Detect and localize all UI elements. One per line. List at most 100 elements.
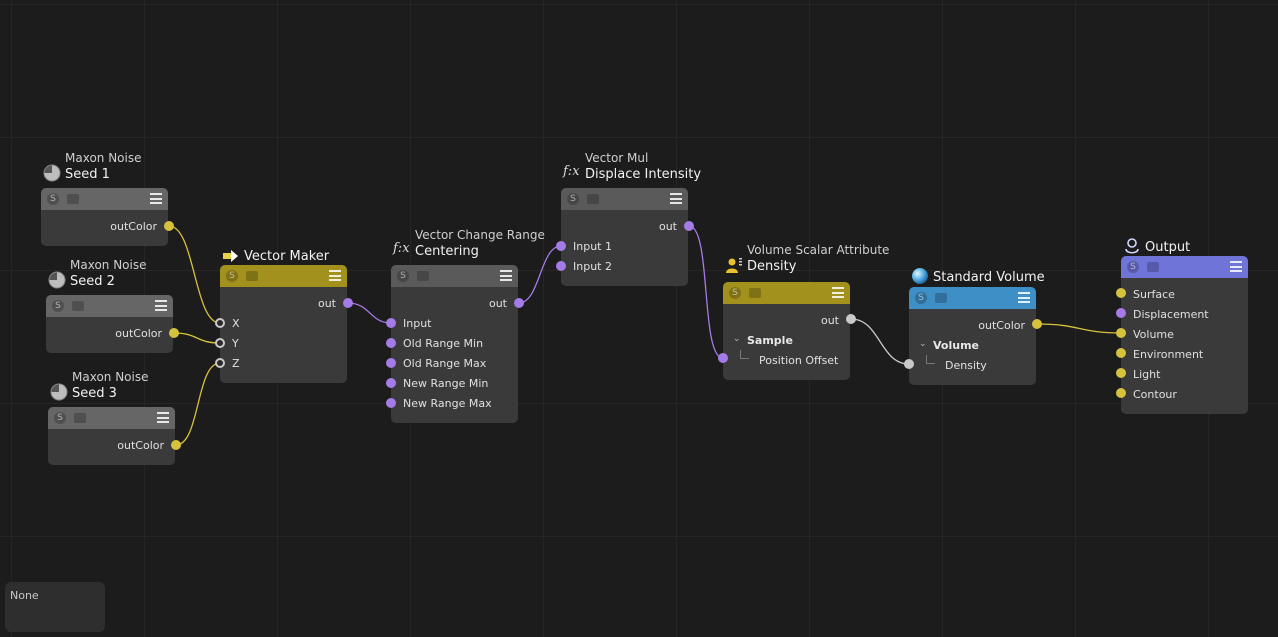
group-volume-label[interactable]: Volume (933, 339, 979, 352)
menu-icon[interactable] (832, 287, 844, 298)
shader-icon[interactable]: S (915, 292, 927, 304)
input-port-dot[interactable] (386, 398, 396, 408)
node-header[interactable]: S (220, 265, 347, 287)
menu-icon[interactable] (1018, 292, 1030, 303)
input-port-dot[interactable] (1116, 288, 1126, 298)
fx-icon: f:x (393, 241, 410, 256)
input-port-dot[interactable] (1116, 308, 1126, 318)
input-port-dot[interactable] (556, 241, 566, 251)
node-standard-volume[interactable]: S outColor ⌄ Volume Density (909, 287, 1036, 385)
node-vector-change-range[interactable]: S out Input Old Range Min Old Range Max … (391, 265, 518, 423)
node-header[interactable]: S (561, 188, 688, 210)
preview-icon[interactable] (749, 288, 761, 298)
menu-icon[interactable] (500, 270, 512, 281)
input-port-dot[interactable] (386, 358, 396, 368)
node-noise3[interactable]: S outColor (48, 407, 175, 465)
chevron-down-icon[interactable]: ⌄ (733, 334, 741, 344)
shader-icon[interactable]: S (1127, 261, 1139, 273)
port-contour-label: Contour (1133, 388, 1177, 401)
input-port-dot[interactable] (386, 338, 396, 348)
none-panel[interactable]: None (5, 582, 105, 632)
noise3-titles: Maxon Noise Seed 3 (50, 370, 149, 401)
input-port-dot[interactable] (718, 353, 728, 363)
node-name-label: Vector Maker (244, 249, 330, 264)
input-port-dot[interactable] (386, 318, 396, 328)
node-noise2[interactable]: S outColor (46, 295, 173, 353)
port-out-label: outColor (115, 327, 162, 340)
preview-icon[interactable] (935, 293, 947, 303)
node-name-label: Centering (415, 244, 479, 259)
node-header[interactable]: S (41, 188, 168, 210)
preview-icon[interactable] (246, 271, 258, 281)
chevron-down-icon[interactable]: ⌄ (919, 339, 927, 349)
change-range-titles: f:x Vector Change Range Centering (393, 228, 545, 259)
node-header[interactable]: S (909, 287, 1036, 309)
node-type-label: Vector Change Range (415, 228, 545, 242)
menu-icon[interactable] (329, 270, 341, 281)
node-noise1[interactable]: S outColor (41, 188, 168, 246)
node-vector-mul[interactable]: S out Input 1 Input 2 (561, 188, 688, 286)
shader-icon[interactable]: S (729, 287, 741, 299)
node-header[interactable]: S (48, 407, 175, 429)
port-out-label: outColor (110, 220, 157, 233)
input-port-dot[interactable] (556, 261, 566, 271)
input-port-dot[interactable] (386, 378, 396, 388)
node-header[interactable]: S (1121, 256, 1248, 278)
menu-icon[interactable] (1230, 261, 1242, 272)
shader-icon[interactable]: S (47, 193, 59, 205)
node-name-label: Standard Volume (933, 270, 1045, 285)
output-port-dot[interactable] (846, 314, 856, 324)
wire-standard-output (1036, 323, 1122, 334)
node-type-label: Volume Scalar Attribute (747, 243, 890, 257)
output-port-dot[interactable] (343, 298, 353, 308)
input-port-dot[interactable] (1116, 388, 1126, 398)
menu-icon[interactable] (670, 193, 682, 204)
node-volume-scalar-attribute[interactable]: S out ⌄ Sample Position Offset (723, 282, 850, 380)
shader-icon[interactable]: S (567, 193, 579, 205)
input-port-dot[interactable] (1116, 368, 1126, 378)
port-z-label: Z (232, 357, 240, 370)
output-port-dot[interactable] (1032, 319, 1042, 329)
preview-icon[interactable] (417, 271, 429, 281)
input-port-dot[interactable] (215, 358, 225, 368)
menu-icon[interactable] (155, 300, 167, 311)
fx-icon: f:x (563, 164, 580, 179)
input-port-dot[interactable] (1116, 328, 1126, 338)
shader-icon[interactable]: S (397, 270, 409, 282)
port-new-range-min-label: New Range Min (403, 377, 489, 390)
shader-icon[interactable]: S (52, 300, 64, 312)
output-port-dot[interactable] (164, 221, 174, 231)
menu-icon[interactable] (157, 412, 169, 423)
shader-icon[interactable]: S (54, 412, 66, 424)
output-port-dot[interactable] (171, 440, 181, 450)
node-header[interactable]: S (723, 282, 850, 304)
preview-icon[interactable] (74, 413, 86, 423)
node-type-label: Vector Mul (585, 151, 649, 165)
preview-icon[interactable] (1147, 262, 1159, 272)
node-vector-maker[interactable]: S out X Y Z (220, 265, 347, 383)
tree-branch-icon (926, 355, 935, 364)
preview-icon[interactable] (72, 301, 84, 311)
shader-icon[interactable]: S (226, 270, 238, 282)
preview-icon[interactable] (587, 194, 599, 204)
group-sample-label[interactable]: Sample (747, 334, 793, 347)
input-port-dot[interactable] (215, 318, 225, 328)
port-input2-label: Input 2 (573, 260, 612, 273)
output-port-dot[interactable] (169, 328, 179, 338)
noise1-titles: Maxon Noise Seed 1 (43, 151, 142, 182)
preview-icon[interactable] (67, 194, 79, 204)
node-header[interactable]: S (46, 295, 173, 317)
input-port-dot[interactable] (1116, 348, 1126, 358)
output-port-dot[interactable] (514, 298, 524, 308)
wire-density-standard (850, 318, 910, 365)
port-input-label: Input (403, 317, 432, 330)
output-port-dot[interactable] (684, 221, 694, 231)
volume-attribute-icon (725, 256, 743, 274)
wire-noise1-x (168, 225, 221, 324)
input-port-dot[interactable] (904, 359, 914, 369)
node-output[interactable]: S Surface Displacement Volume Environmen… (1121, 256, 1248, 414)
menu-icon[interactable] (150, 193, 162, 204)
input-port-dot[interactable] (215, 338, 225, 348)
node-header[interactable]: S (391, 265, 518, 287)
